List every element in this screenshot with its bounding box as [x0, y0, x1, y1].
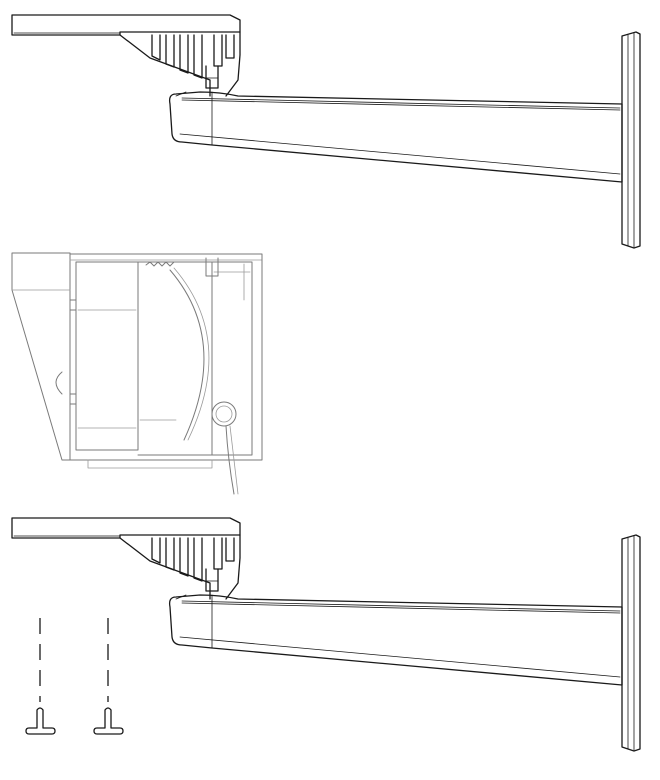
- screw-right: [93, 707, 124, 735]
- mounting-screws: [25, 618, 124, 735]
- wall-bracket-top: [11, 14, 641, 249]
- screw-left: [25, 707, 56, 735]
- wall-bracket-bottom: [11, 517, 641, 752]
- camera-housing: [11, 252, 263, 495]
